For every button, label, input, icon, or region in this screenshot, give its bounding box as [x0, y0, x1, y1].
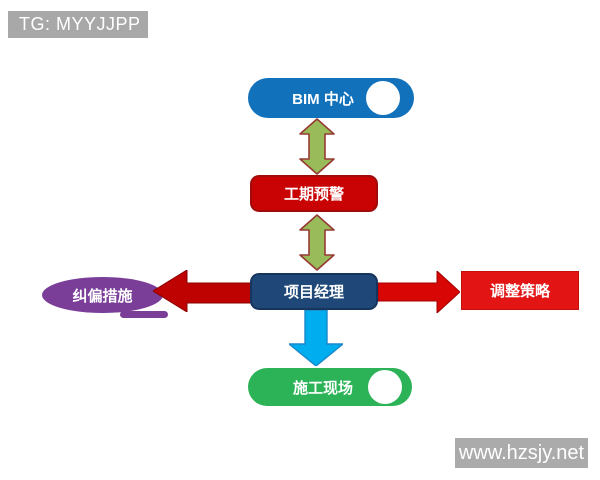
pill-notch-decoration: [368, 370, 402, 404]
node-project-manager: 项目经理: [250, 273, 378, 310]
left-arrow-icon: [152, 269, 253, 317]
node-project-manager-label: 项目经理: [283, 284, 344, 301]
watermark: www.hzsjy.net: [455, 438, 588, 468]
down-arrow-icon: [288, 309, 344, 371]
node-schedule-warning-label: 工期预警: [283, 186, 344, 203]
node-construction-site-label: 施工现场: [292, 379, 353, 397]
double-vertical-arrow-icon: [299, 118, 335, 180]
node-schedule-warning: 工期预警: [250, 175, 378, 212]
node-bim-center-label: BIM 中心: [292, 90, 354, 108]
double-vertical-arrow-icon: [299, 214, 335, 276]
node-adjustment-strategy-label: 调整策略: [489, 283, 550, 300]
ellipse-shadow-decoration: [120, 311, 168, 318]
right-arrow-icon: [377, 269, 461, 318]
node-adjustment-strategy: 调整策略: [461, 271, 579, 310]
node-bim-center: BIM 中心: [248, 78, 414, 118]
node-construction-site: 施工现场: [248, 368, 412, 406]
pill-notch-decoration: [366, 81, 400, 115]
node-corrective-measures-label: 纠偏措施: [72, 287, 133, 305]
tag-banner: TG: MYYJJPP: [8, 11, 148, 38]
node-corrective-measures: 纠偏措施: [42, 277, 163, 313]
